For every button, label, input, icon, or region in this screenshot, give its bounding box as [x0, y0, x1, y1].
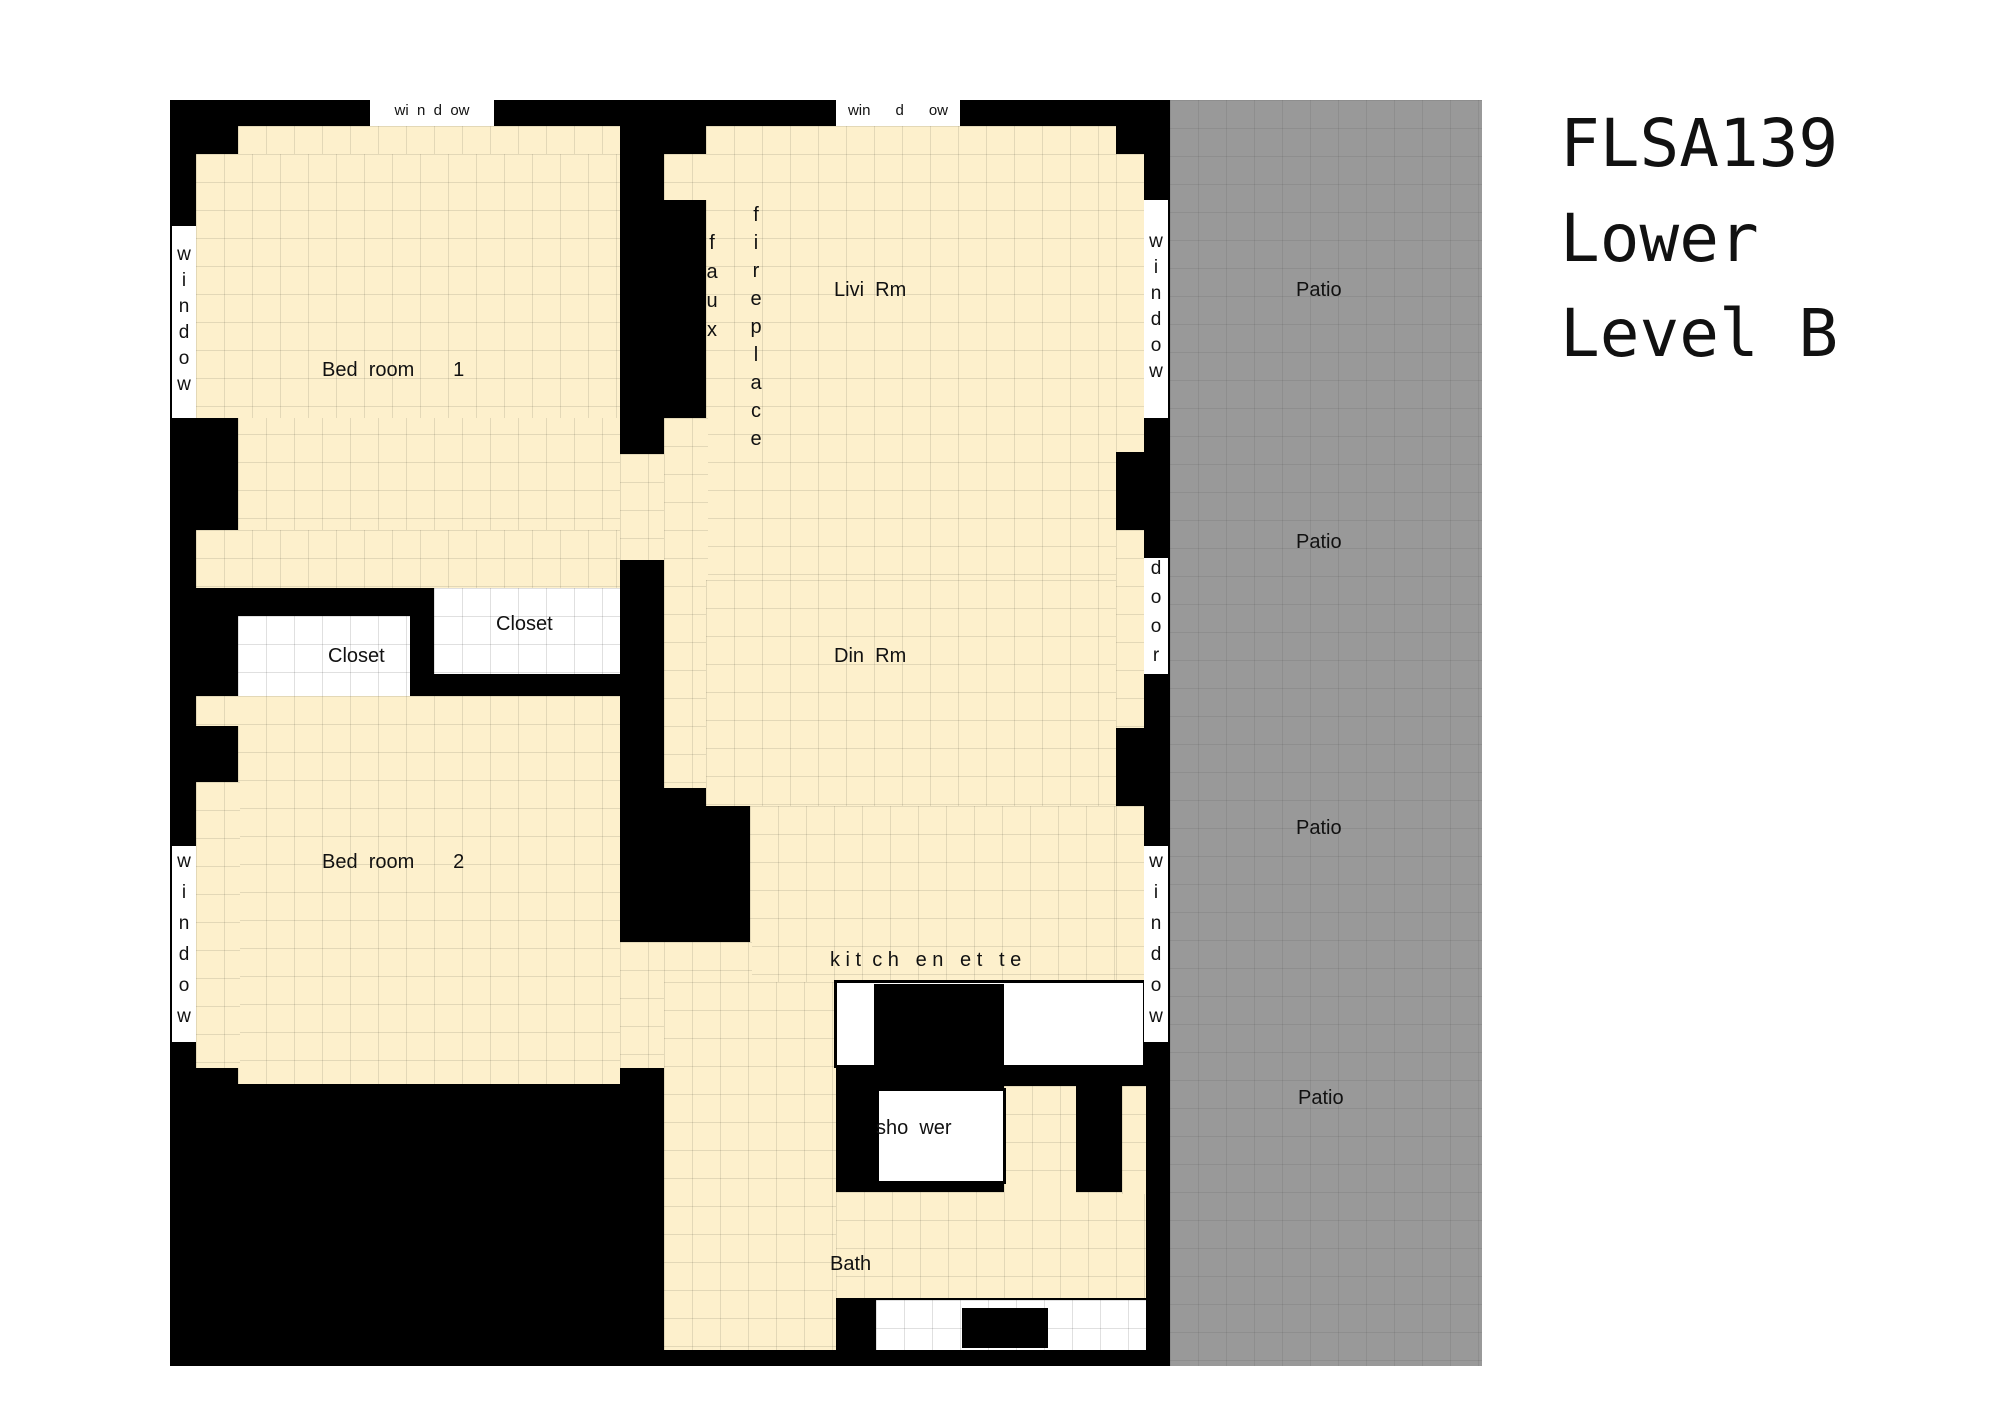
- living-room-label: Livi Rm: [834, 279, 907, 301]
- bath-label: Bath: [830, 1253, 872, 1275]
- bedroom-2-floor: [196, 696, 240, 726]
- closet-right-label: Closet: [496, 613, 553, 635]
- dining-room-floor: [1116, 806, 1144, 982]
- window-right-living: window: [1144, 200, 1168, 418]
- patio-area: [1170, 100, 1482, 1366]
- bath-floor: [1122, 1086, 1146, 1194]
- shower-label: sho wer: [876, 1117, 952, 1139]
- living-room-floor: [664, 154, 708, 200]
- patio-label: Patio: [1296, 531, 1342, 553]
- window-left-bedroom-2: window: [172, 846, 196, 1042]
- bedroom-2-label: Bed room 2: [322, 851, 465, 873]
- living-room-floor: [1116, 154, 1144, 452]
- patio-label: Patio: [1296, 817, 1342, 839]
- dining-room-floor: [664, 942, 752, 982]
- living-room-floor: [664, 418, 708, 788]
- fireplace-label: fireplace: [745, 204, 767, 456]
- bedroom-2-floor: [238, 696, 620, 1084]
- bedroom-2-floor: [196, 782, 240, 1068]
- patio-label: Patio: [1298, 1087, 1344, 1109]
- patio-door: door: [1144, 558, 1168, 674]
- title-line-1: FLSA139: [1560, 105, 1839, 182]
- faux-label: faux: [701, 232, 723, 348]
- bedroom-2-doorway: [620, 942, 664, 1068]
- shower-stall: [876, 1088, 1006, 1184]
- window-left-bedroom-1: window: [172, 226, 196, 418]
- window-top-bedroom: wi n d ow: [370, 100, 494, 126]
- bath-floor: [1004, 1086, 1076, 1194]
- title-line-2: Lower: [1560, 200, 1759, 277]
- closet-left: [238, 616, 410, 696]
- dining-room-floor: [750, 806, 1144, 982]
- patio-label: Patio: [1296, 279, 1342, 301]
- bath-floor: [836, 1192, 1146, 1298]
- living-room-floor: [706, 126, 1116, 580]
- dining-room-floor: [706, 580, 1116, 806]
- bedroom-1-floor: [196, 154, 620, 418]
- dining-room-label: Din Rm: [834, 645, 907, 667]
- closet-left-label: Closet: [328, 645, 385, 667]
- bedroom-1-floor: [196, 530, 620, 588]
- bedroom-1-doorway: [620, 454, 664, 560]
- floorplan-title: FLSA139 Lower Level B: [1560, 96, 1838, 381]
- kitchenette-appliance: [874, 984, 1004, 1066]
- closet-right: [434, 588, 620, 674]
- window-top-living: win d ow: [836, 100, 960, 126]
- bath-sink: [962, 1308, 1048, 1348]
- bedroom-1-label: Bed room 1: [322, 359, 465, 381]
- window-right-kitchenette: window: [1144, 846, 1168, 1042]
- title-line-3: Level B: [1560, 295, 1839, 372]
- dining-room-floor: [1116, 530, 1144, 728]
- hall-floor: [664, 982, 836, 1350]
- kitchenette-label: k i t c h e n e t t e: [830, 949, 1022, 971]
